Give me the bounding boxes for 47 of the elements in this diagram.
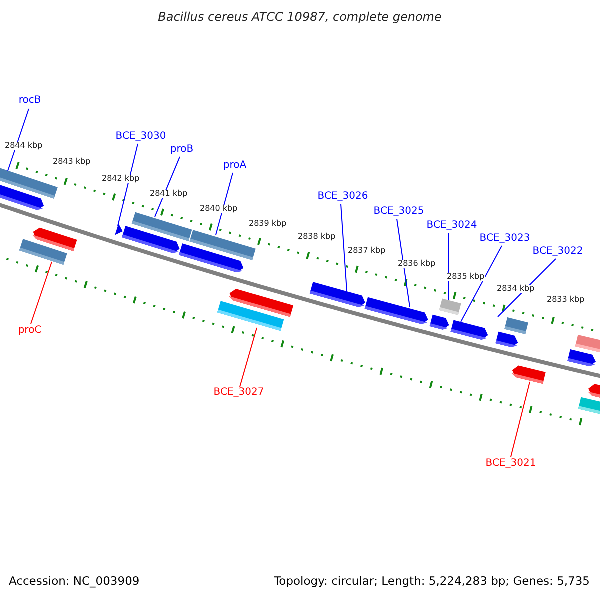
leader-line — [240, 328, 258, 388]
gene-box — [19, 239, 68, 266]
scale-label: 2834 kbp — [497, 285, 535, 293]
leader-line — [154, 156, 180, 218]
scale-label: 2840 kbp — [200, 205, 238, 213]
gene-label: proC — [18, 325, 42, 337]
gene-label: BCE_3023 — [480, 233, 530, 245]
gene-box — [504, 318, 528, 334]
scale-label: 2835 kbp — [447, 273, 485, 281]
leader-line — [118, 144, 138, 226]
gene-label: BCE_3021 — [486, 458, 536, 470]
gene-feature — [310, 282, 366, 308]
gene-label: BCE_3024 — [426, 220, 478, 232]
gene-box — [439, 298, 462, 316]
scale-label: 2836 kbp — [398, 260, 436, 268]
leader-line — [498, 258, 556, 318]
scale-label: 2833 kbp — [547, 296, 585, 304]
leader-line — [396, 218, 410, 308]
leader-line — [340, 204, 348, 292]
genome-summary: Topology: circular; Length: 5,224,283 bp; Genes: 5,735 — [274, 576, 590, 588]
scale-label: 2837 kbp — [348, 247, 386, 255]
accession-text: Accession: NC_003909 — [9, 576, 140, 588]
scale-label: 2844 kbp — [5, 142, 43, 150]
gene-label: BCE_3022 — [532, 246, 584, 258]
gene-label: BCE_3030 — [116, 131, 166, 143]
leader-line — [216, 172, 234, 236]
scale-label: 2838 kbp — [298, 233, 336, 241]
leader-line — [448, 232, 450, 300]
gene-feature — [115, 224, 123, 236]
leader-line — [30, 262, 52, 324]
title: Bacillus cereus ATCC 10987, complete genome — [157, 11, 443, 23]
gene-box — [217, 301, 284, 332]
scale-label: 2842 kbp — [102, 175, 140, 183]
gene-label: BCE_3025 — [374, 206, 424, 218]
scale-label: 2839 kbp — [249, 220, 287, 228]
scale-label: 2843 kbp — [53, 158, 91, 166]
leader-line — [460, 246, 502, 322]
gene-label: BCE_3027 — [214, 387, 264, 399]
gene-label: BCE_3026 — [318, 191, 368, 203]
scale-label: 2841 kbp — [150, 190, 188, 198]
gene-label: proA — [223, 160, 247, 172]
leader-line — [8, 108, 30, 172]
gene-label: proB — [170, 144, 194, 156]
gene-feature — [364, 297, 428, 324]
gene-label: rocB — [18, 95, 42, 107]
leader-line — [510, 382, 530, 458]
gene-feature — [512, 366, 546, 384]
